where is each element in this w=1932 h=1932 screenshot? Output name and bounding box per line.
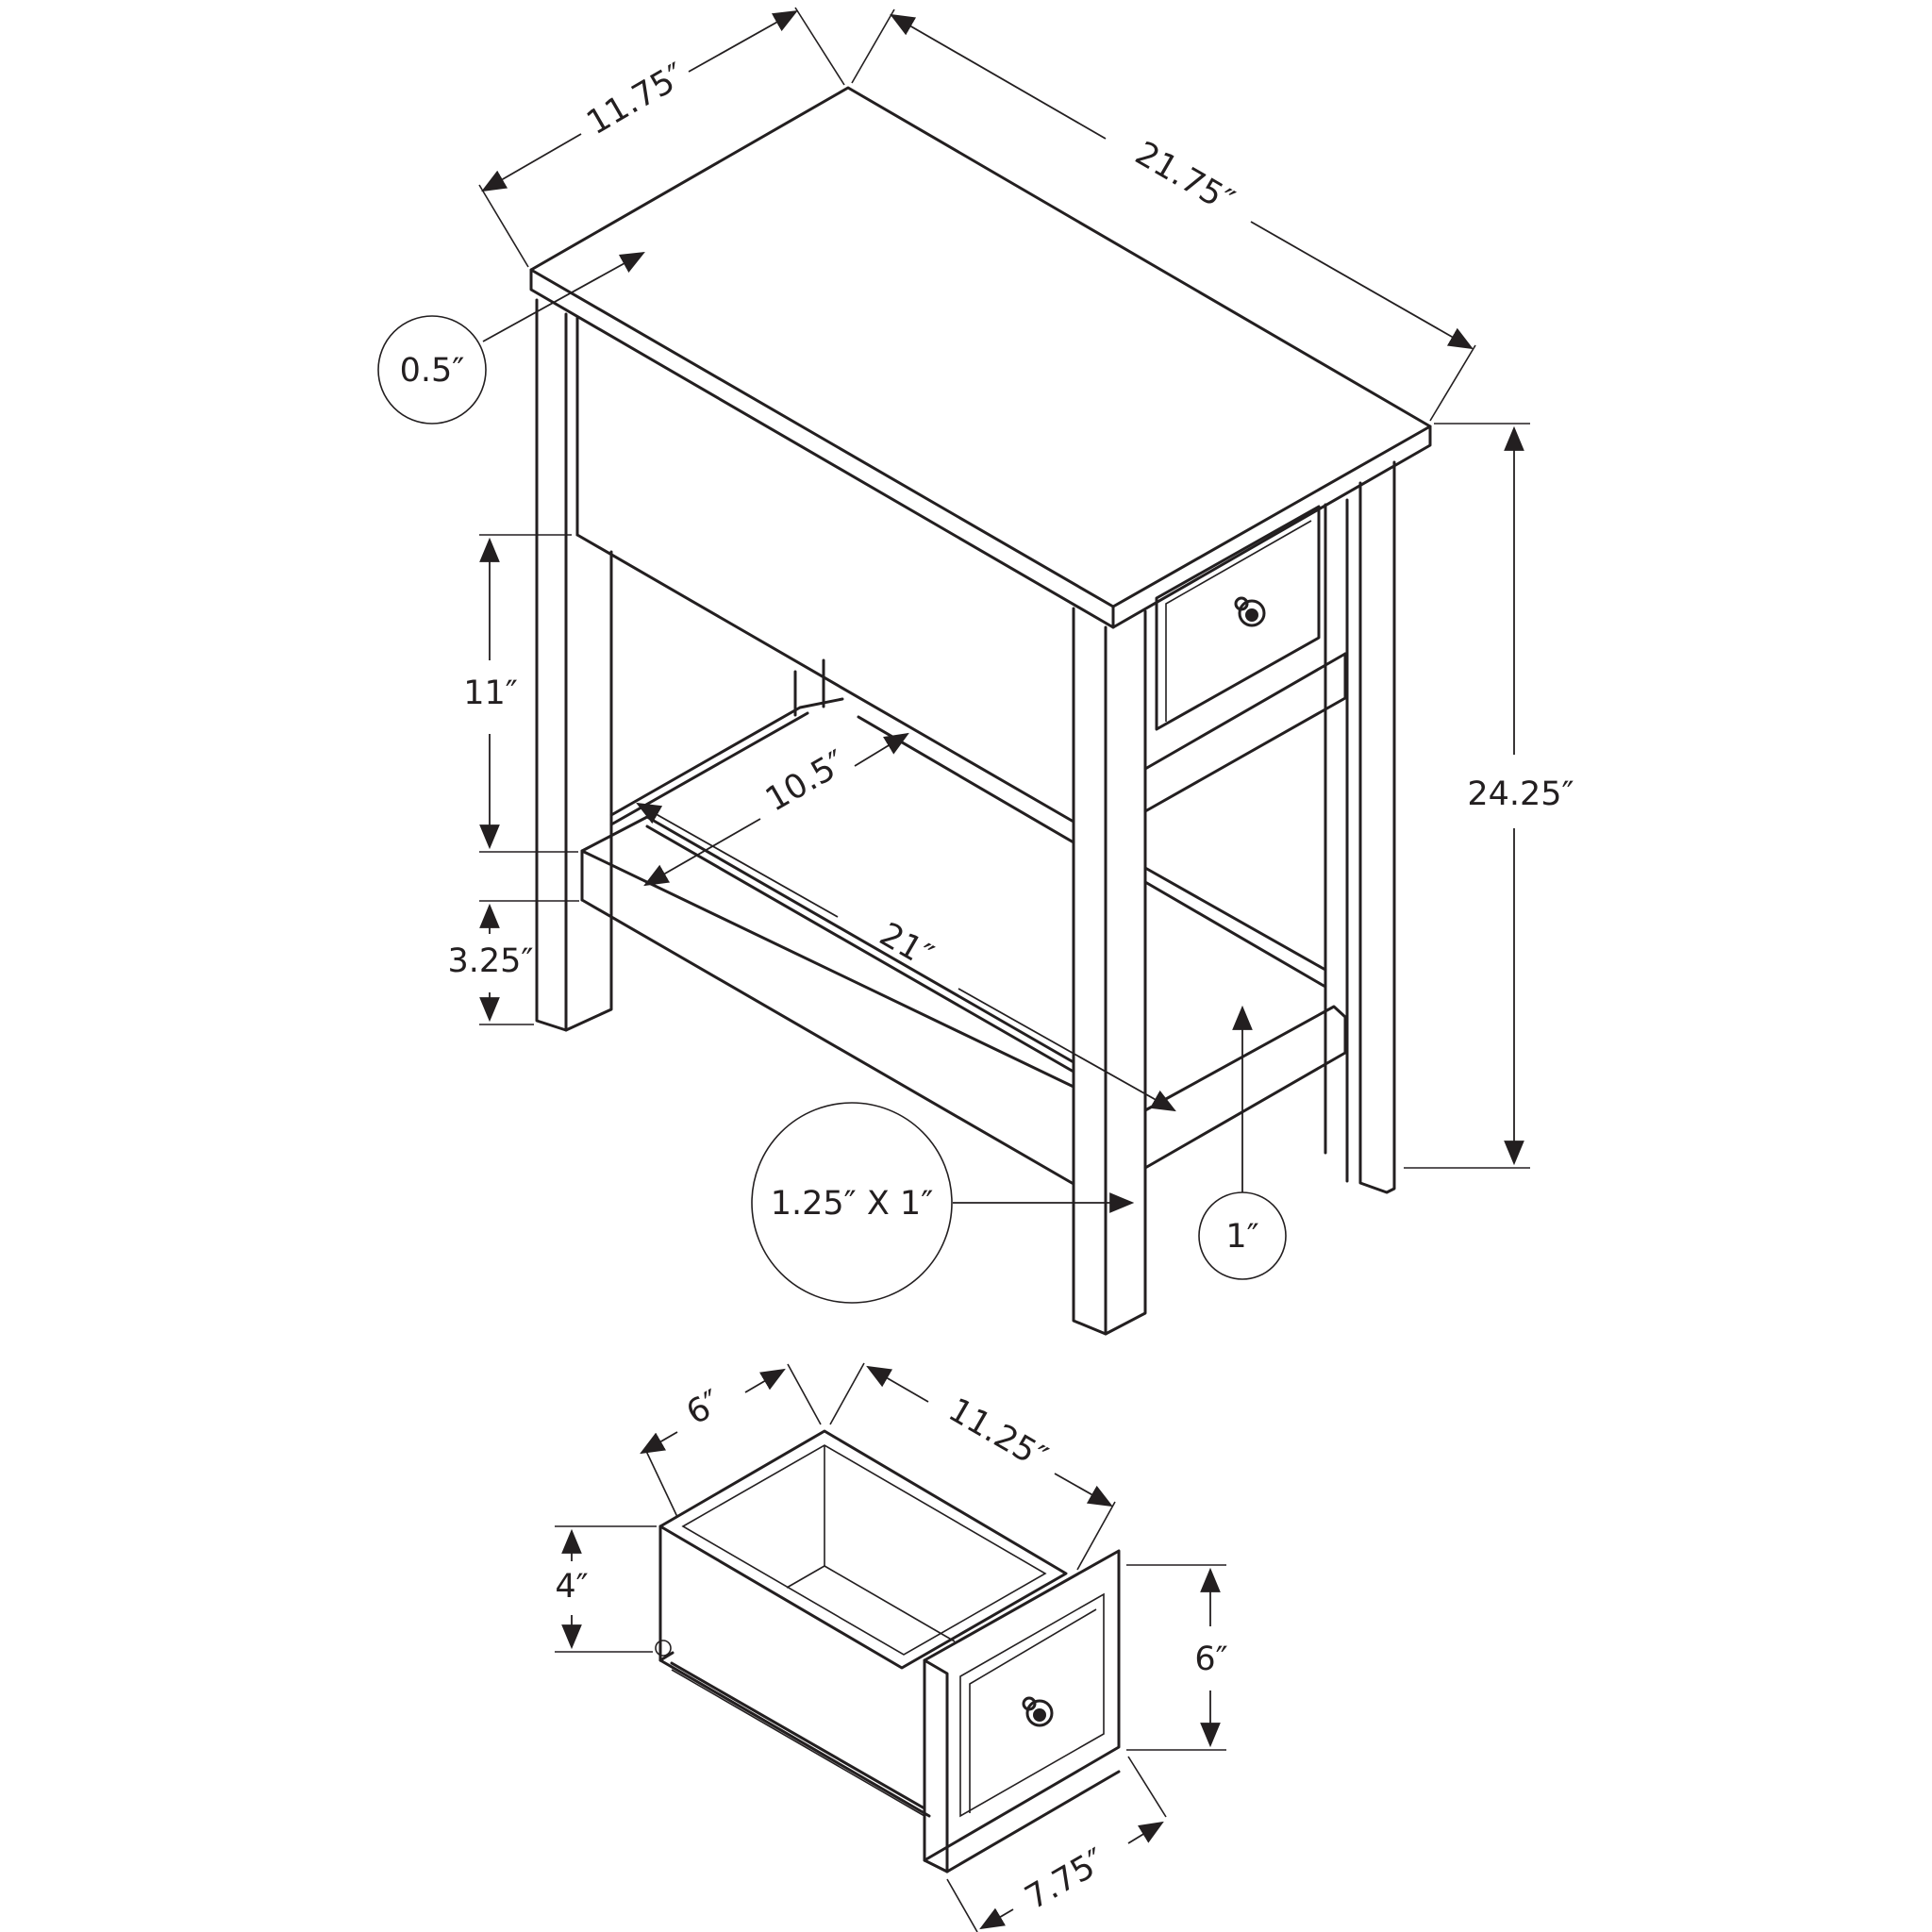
leg-section-label: 1.25″ X 1″ [771,1185,934,1223]
drawer-front-height-label: 6″ [1194,1641,1227,1678]
top-thickness-label: 0.5″ [400,352,465,390]
drawer-depth-label: 6″ [680,1383,728,1432]
table-drawer-front [1143,505,1347,813]
back-left-leg [535,298,825,1032]
table-depth-label: 11.75″ [580,57,691,142]
drawer-length-label: 11.25″ [941,1391,1053,1477]
tabletop [529,86,1432,629]
drawer-front-width-label: 7.75″ [1019,1841,1112,1917]
shelf-depth-label: 10.5″ [759,743,853,819]
table-drawing [529,86,1432,1336]
front-leg [1072,607,1147,1336]
back-right-leg [1324,460,1396,1194]
lower-shelf [580,697,1347,1186]
top-thickness-callout [377,315,487,425]
table-width-label: 21.75″ [1128,135,1240,221]
shelf-clearance-label: 3.25″ [447,942,533,980]
drawer-drawing [655,1429,1121,1874]
drawer-knob-detail [1022,1696,1054,1727]
shelf-width-label: 21″ [874,916,940,975]
overall-height-label: 24.25″ [1467,775,1574,813]
drawer-knob [1234,596,1266,627]
apron [575,316,1075,824]
shelf-thickness-label: 1″ [1225,1218,1258,1256]
apron-height-label: 11″ [463,675,518,712]
drawer-box-height-label: 4″ [555,1568,588,1606]
leg-section-callout [751,1102,953,1304]
